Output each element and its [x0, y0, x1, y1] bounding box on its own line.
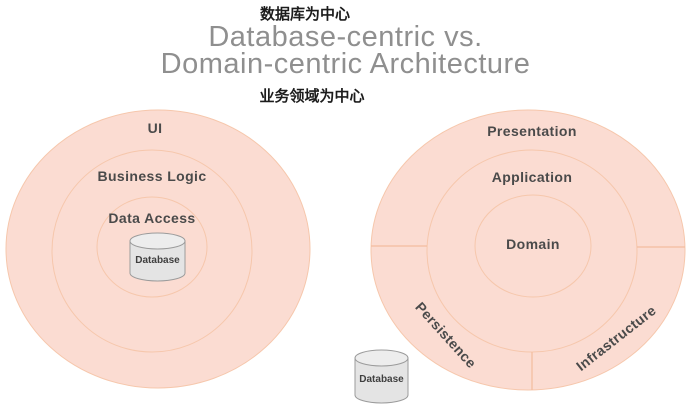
chinese-label-database-centric: 数据库为中心 [259, 5, 351, 23]
right-middle-ring-label: Application [492, 169, 573, 185]
database-centric-diagram: UI Business Logic Data Access Database [5, 109, 311, 389]
page-title-line1: Database-centric vs. [208, 21, 483, 53]
domain-centric-diagram: Presentation Application Domain Persiste… [354, 109, 686, 404]
left-outer-ring-label: UI [148, 120, 163, 136]
cylinder-body [354, 357, 409, 404]
right-inner-ring [474, 194, 592, 298]
cylinder-body [129, 240, 186, 282]
right-outer-top-label: Presentation [487, 123, 577, 139]
left-database-cylinder-icon: Database [129, 232, 186, 282]
page-title: Database-centric vs. Domain-centric Arch… [123, 21, 568, 80]
left-database-label: Database [135, 255, 180, 266]
cylinder-top [354, 349, 409, 367]
left-middle-ring-label: Business Logic [97, 168, 206, 184]
left-inner-ring-label: Data Access [108, 210, 195, 226]
cylinder-top [129, 232, 186, 250]
right-database-cylinder-icon: Database [354, 349, 409, 404]
right-database-label: Database [359, 374, 404, 385]
chinese-label-domain-centric: 业务领域为中心 [259, 87, 365, 105]
right-inner-ring-label: Domain [506, 236, 560, 252]
page-title-line2: Domain-centric Architecture [160, 48, 531, 80]
